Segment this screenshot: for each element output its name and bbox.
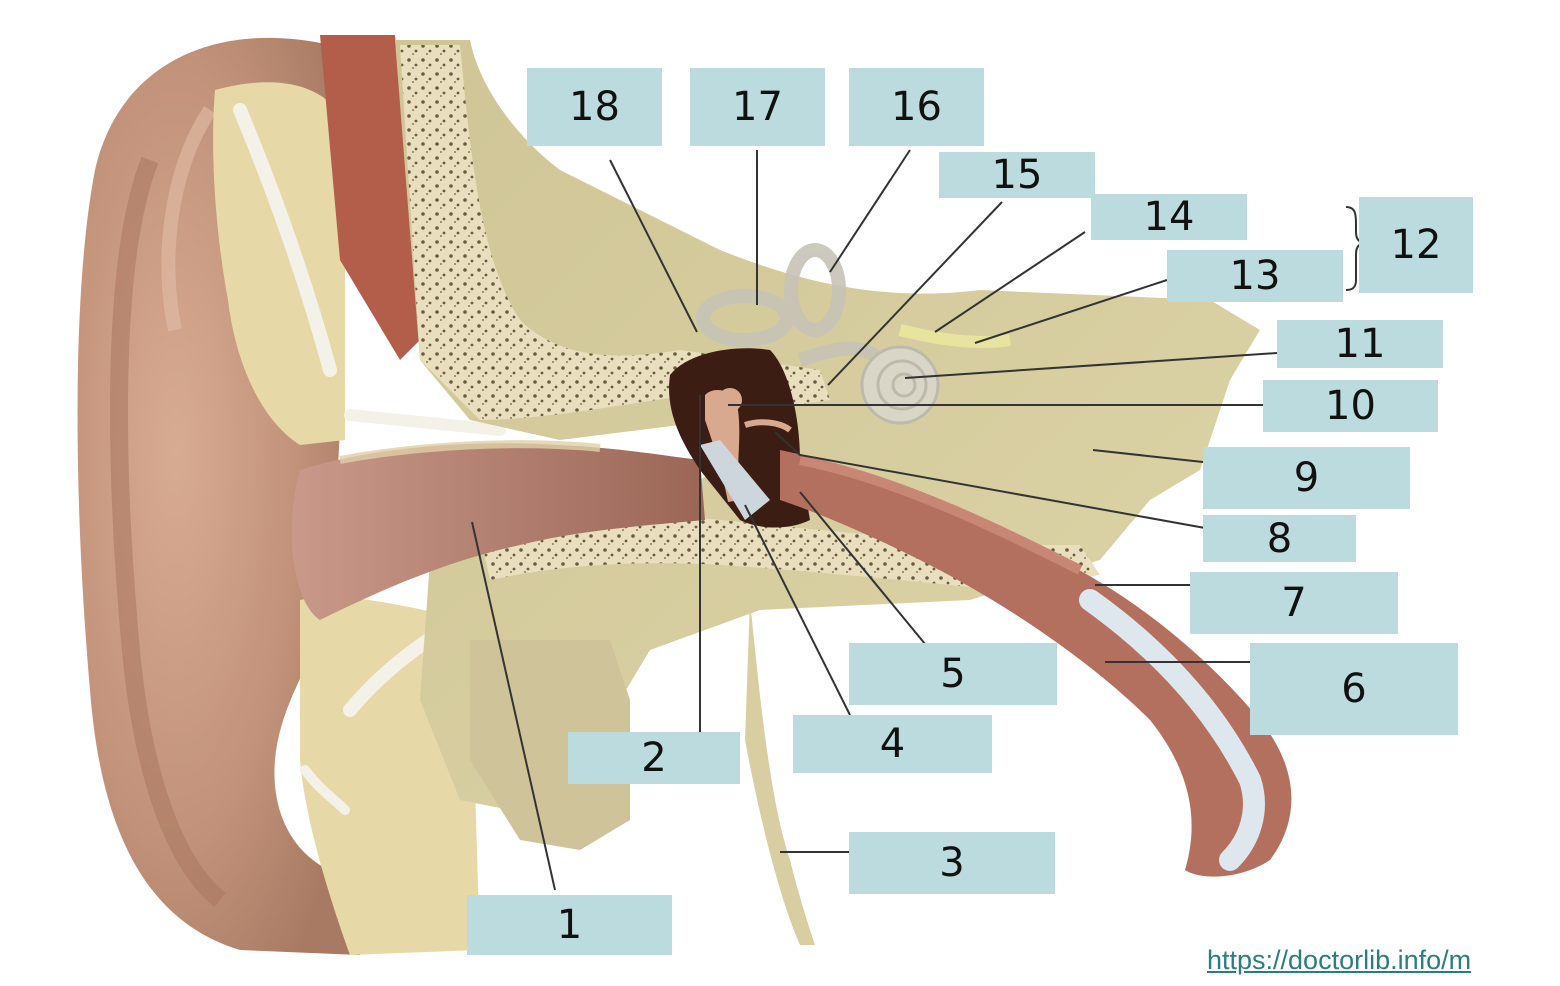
tympanic-cavity <box>669 348 810 528</box>
source-link[interactable]: https://doctorlib.info/m <box>1207 945 1472 975</box>
label-13-text: 13 <box>1229 253 1281 299</box>
label-11: 11 <box>1277 320 1443 368</box>
label-16: 16 <box>849 68 984 146</box>
tympanic-membrane <box>700 440 770 520</box>
label-8: 8 <box>1203 515 1356 562</box>
external-auditory-canal <box>291 443 705 620</box>
temporal-bone <box>395 40 1260 820</box>
label-12: 12 <box>1359 197 1473 293</box>
label-9-text: 9 <box>1293 455 1320 501</box>
label-7-text: 7 <box>1281 580 1307 626</box>
leader-line-8 <box>774 431 1206 529</box>
styloid-process <box>745 600 815 945</box>
auricular-cartilage <box>213 82 547 955</box>
label-14-text: 14 <box>1143 194 1195 240</box>
bony-labyrinth <box>696 243 885 367</box>
label-8-text: 8 <box>1266 515 1293 562</box>
auditory-tube <box>780 450 1292 877</box>
label-17: 17 <box>690 68 825 146</box>
label-18-text: 18 <box>569 84 620 130</box>
label-10-text: 10 <box>1325 383 1376 429</box>
label-1: 1 <box>467 895 672 955</box>
label-18: 18 <box>527 68 662 146</box>
label-3: 3 <box>849 832 1055 894</box>
cochlea <box>860 345 940 425</box>
label-5-text: 5 <box>940 651 966 697</box>
leader-line-16 <box>829 149 911 273</box>
leader-line-5 <box>799 491 931 651</box>
label-9: 9 <box>1203 447 1410 509</box>
leader-line-13 <box>974 279 1168 344</box>
label-2: 2 <box>568 732 740 784</box>
label-4-text: 4 <box>879 721 906 767</box>
spongy-bone-superior <box>400 45 830 420</box>
label-14: 14 <box>1091 194 1247 240</box>
label-15-text: 15 <box>991 152 1043 198</box>
leader-line-1 <box>471 521 556 891</box>
label-17-text: 17 <box>732 84 783 130</box>
label-4: 4 <box>793 715 992 773</box>
label-15: 15 <box>939 152 1095 198</box>
temporalis-muscle <box>320 35 420 360</box>
label-11-text: 11 <box>1334 321 1386 367</box>
auricle <box>77 37 360 956</box>
label-10: 10 <box>1263 380 1438 432</box>
leader-line-11 <box>904 352 1278 379</box>
leader-line-9 <box>1092 449 1204 463</box>
label-13: 13 <box>1167 250 1343 302</box>
vestibulocochlear-nerve <box>898 324 1011 348</box>
label-7: 7 <box>1190 572 1398 634</box>
leader-lines <box>471 149 1278 891</box>
leader-line-15 <box>827 201 1003 386</box>
label-12-text: 12 <box>1390 222 1442 268</box>
label-3-text: 3 <box>939 840 965 886</box>
leader-line-18 <box>609 159 698 333</box>
label-6: 6 <box>1250 643 1458 735</box>
leader-line-4 <box>744 504 851 716</box>
label-1-text: 1 <box>556 902 583 948</box>
leader-line-14 <box>934 231 1086 333</box>
label-6-text: 6 <box>1341 666 1367 712</box>
label-5: 5 <box>849 643 1057 705</box>
label-16-text: 16 <box>891 84 942 130</box>
label-2-text: 2 <box>641 735 667 781</box>
